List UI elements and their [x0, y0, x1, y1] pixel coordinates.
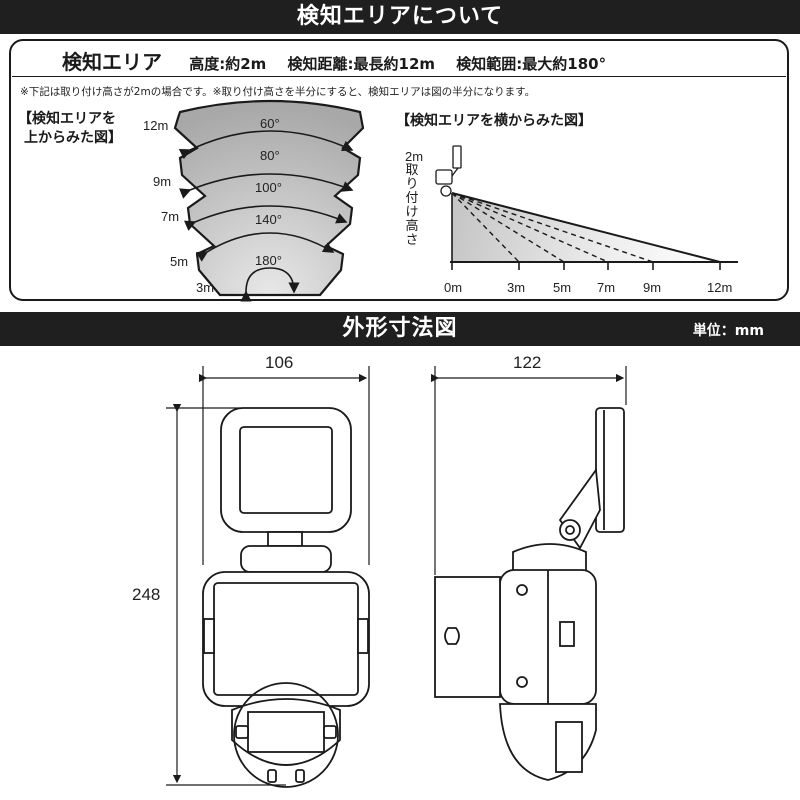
side-view-label: 【検知エリアを横からみた図】	[396, 113, 592, 129]
vertical-height-label: 取り付け高さ	[405, 163, 419, 248]
section-header-detection: 検知エリアについて	[0, 0, 800, 34]
top-view-label-line1: 【検知エリアを	[18, 111, 116, 127]
distance-label-3m: 3m	[196, 280, 214, 295]
spec-distance: 検知距離:最長約12m	[287, 55, 436, 73]
angle-label-80: 80°	[260, 148, 280, 163]
angle-arc-100	[183, 205, 348, 231]
angle-label-100: 100°	[255, 180, 282, 195]
tick-12m: 12m	[707, 280, 732, 295]
distance-label-7m: 7m	[161, 209, 179, 224]
side-view-diagram: 2m 0m 3m 5m 7m 9m 12m	[405, 145, 738, 295]
top-view-label-line2: 上からみた図】	[24, 130, 122, 146]
section-title-dimensions: 外形寸法図	[342, 316, 458, 341]
spec-range: 検知範囲:最大約180°	[456, 55, 607, 73]
angle-arc-180	[240, 267, 300, 302]
tick-7m: 7m	[597, 280, 615, 295]
angle-label-60: 60°	[260, 116, 280, 131]
detection-spec-line: 検知エリア 高度:約2m 検知距離:最長約12m 検知範囲:最大約180°	[62, 46, 622, 75]
detection-info-panel	[9, 39, 789, 301]
angle-arc-80	[179, 173, 354, 199]
detection-heading: 検知エリア	[62, 50, 162, 74]
section-header-dimensions: 外形寸法図 単位：mm	[0, 312, 800, 346]
height-label-2m: 2m	[405, 149, 423, 164]
dimension-lines	[166, 366, 627, 786]
dimension-depth: 122	[513, 353, 541, 372]
angle-arc-60	[178, 130, 354, 160]
dimension-height: 248	[132, 585, 160, 604]
lamp-icon	[435, 145, 462, 197]
ray-3m	[451, 192, 520, 263]
tick-9m: 9m	[643, 280, 661, 295]
divider	[12, 76, 786, 77]
distance-label-5m: 5m	[170, 254, 188, 269]
detection-boundary-line	[451, 192, 721, 263]
tick-0m: 0m	[444, 280, 462, 295]
angle-arc-140	[195, 232, 335, 262]
tick-3m: 3m	[507, 280, 525, 295]
top-view-label: 【検知エリアを 上からみた図】	[18, 110, 122, 148]
front-view-drawing	[202, 407, 370, 788]
angle-label-180: 180°	[255, 253, 282, 268]
ray-7m	[451, 192, 609, 263]
distance-label-9m: 9m	[153, 174, 171, 189]
angle-label-140: 140°	[255, 212, 282, 227]
dimension-width: 106	[265, 353, 293, 372]
tick-5m: 5m	[553, 280, 571, 295]
spec-height: 高度:約2m	[189, 55, 267, 73]
detection-note: ※下記は取り付け高さが2mの場合です。※取り付け高さを半分にすると、検知エリアは…	[20, 86, 536, 98]
ray-5m	[451, 192, 565, 263]
unit-label: 単位：mm	[692, 323, 764, 339]
section-title: 検知エリアについて	[296, 4, 504, 29]
side-view-drawing	[434, 407, 625, 781]
distance-label-12m: 12m	[143, 118, 168, 133]
